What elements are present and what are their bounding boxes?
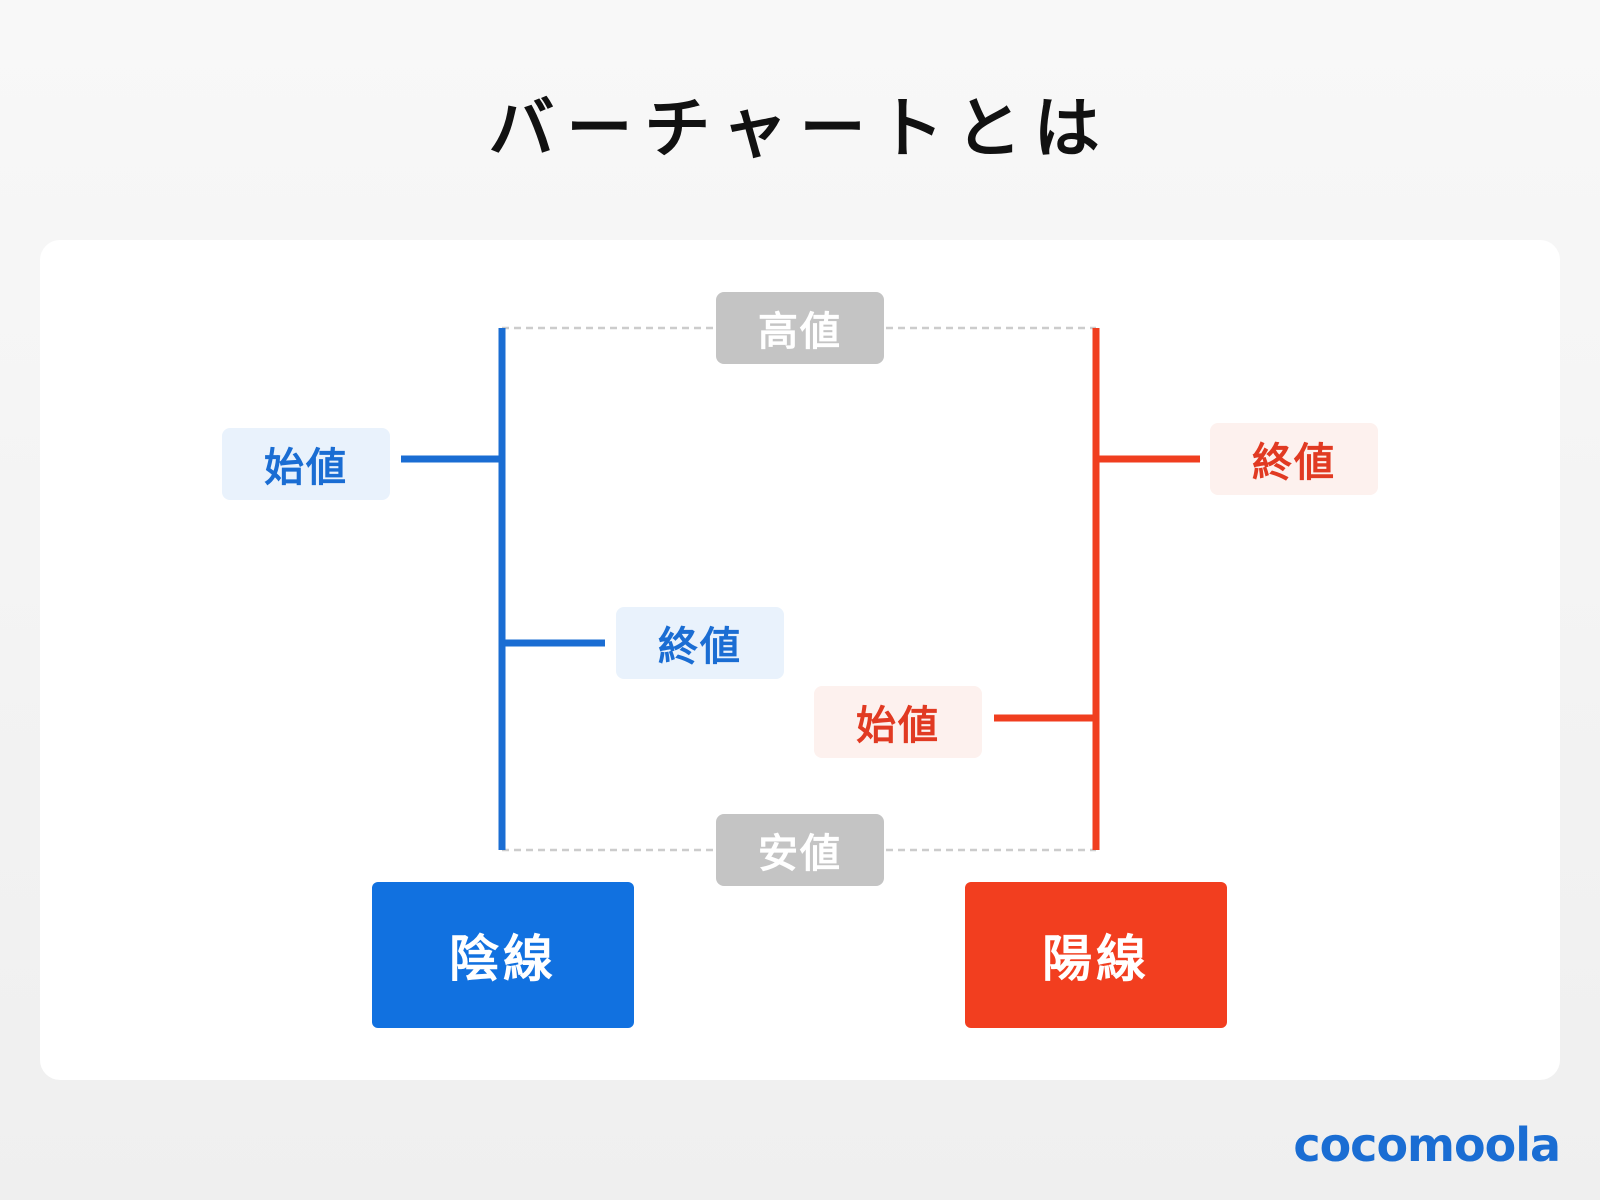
bullish-open-label: 始値 xyxy=(814,686,982,758)
low-label: 安値 xyxy=(716,814,884,886)
page-title: バーチャートとは xyxy=(488,90,1112,167)
bearish-close-label: 終値 xyxy=(616,607,784,679)
cocomoola-logo: cocomoola xyxy=(1293,1118,1561,1172)
bullish-line-box: 陽線 xyxy=(965,882,1227,1028)
bearish-open-label: 始値 xyxy=(222,428,390,500)
bearish-line-box: 陰線 xyxy=(372,882,634,1028)
bullish-close-label: 終値 xyxy=(1210,423,1378,495)
diagram-card xyxy=(40,240,1560,1080)
high-label: 高値 xyxy=(716,292,884,364)
